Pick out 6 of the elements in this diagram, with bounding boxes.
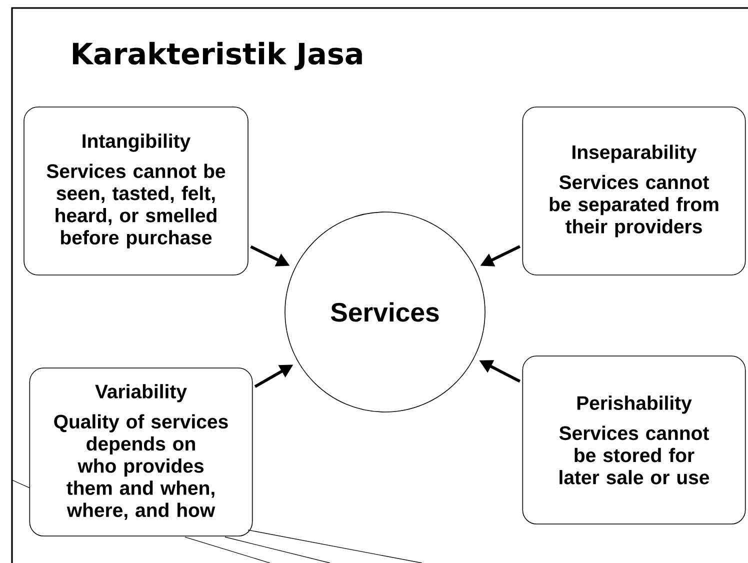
rounded-box: Perishability Services cannot be stored for later sale or use bbox=[522, 356, 746, 524]
circle-node: Services bbox=[284, 212, 486, 412]
rounded-box: Intangibility Services cannot be seen, tasted, felt, heard, or smelled before purchase bbox=[24, 106, 248, 276]
rounded-box: Inseparability Services cannot be separated from their providers bbox=[522, 106, 746, 276]
rounded-box: Variability Quality of services depends on who provides them and when, where, and how bbox=[29, 368, 253, 536]
title: Karakteristik Jasa bbox=[72, 42, 362, 70]
